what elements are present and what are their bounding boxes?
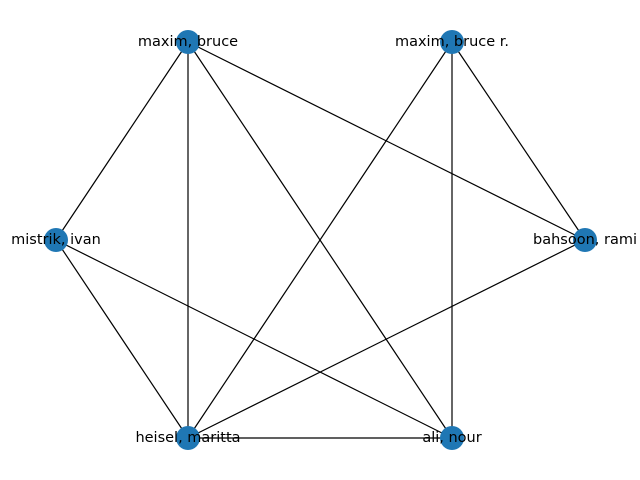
node-label-bahsoon_rami: bahsoon, rami: [533, 232, 637, 248]
node-maxim_bruce_r: [440, 30, 464, 54]
node-label-maxim_bruce_r: maxim, bruce r.: [395, 34, 509, 50]
edge-maxim_bruce_r-bahsoon_rami: [451, 41, 586, 241]
node-label-maxim_bruce: maxim, bruce: [138, 34, 238, 50]
edge-layer: [55, 41, 586, 439]
node-heisel_maritta: [176, 426, 200, 450]
node-label-ali_nour: ali, nour: [422, 430, 481, 446]
node-label-heisel_maritta: heisel, maritta: [135, 430, 240, 446]
node-layer: [44, 30, 597, 450]
node-mistrik_ivan: [44, 228, 68, 252]
node-bahsoon_rami: [573, 228, 597, 252]
edge-mistrik_ivan-heisel_maritta: [55, 239, 189, 439]
label-layer: maxim, bruce maxim, bruce r. mistrik, ivan…: [11, 34, 637, 446]
node-ali_nour: [440, 426, 464, 450]
edge-bahsoon_rami-heisel_maritta: [187, 239, 586, 439]
edge-mistrik_ivan-ali_nour: [55, 239, 453, 439]
node-label-mistrik_ivan: mistrik, ivan: [11, 232, 101, 248]
edge-maxim_bruce_r-heisel_maritta: [187, 41, 453, 439]
edge-maxim_bruce-mistrik_ivan: [55, 41, 189, 241]
node-maxim_bruce: [176, 30, 200, 54]
